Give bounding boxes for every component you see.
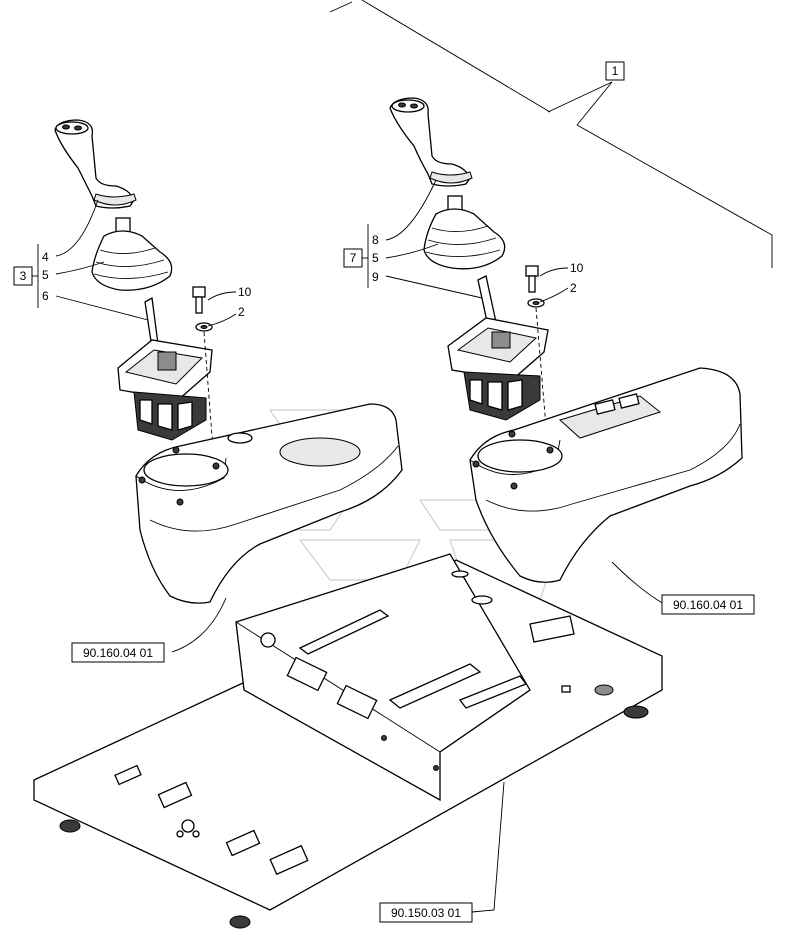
callout-item-1: 1: [612, 64, 619, 78]
callout-item-9: 9: [372, 270, 379, 284]
callout-box-item-7: 7: [343, 248, 363, 268]
reference-box-floor-plate: 90.150.03 01: [379, 902, 473, 923]
callout-item-2-left: 2: [238, 305, 245, 319]
callout-item-6: 6: [42, 289, 49, 303]
callout-box-item-1: 1: [605, 61, 625, 81]
reference-console-right: 90.160.04 01: [673, 598, 743, 612]
reference-box-console-left: 90.160.04 01: [71, 642, 165, 663]
left-joystick-boot: [91, 217, 173, 291]
callout-item-10-left: 10: [238, 285, 252, 299]
reference-leaders: [171, 561, 665, 913]
callout-box-item-3: 3: [13, 266, 33, 286]
callout-item-2-right: 2: [570, 281, 577, 295]
callout-item-10-right: 10: [570, 261, 584, 275]
callout-item-8: 8: [372, 233, 379, 247]
left-console: [135, 403, 403, 604]
leader-item-1: [547, 81, 613, 126]
reference-console-left: 90.160.04 01: [83, 646, 153, 660]
left-joystick-valve: [117, 296, 213, 441]
callout-item-3: 3: [20, 269, 27, 283]
right-joystick-grip: [389, 97, 473, 187]
reference-floor-plate: 90.150.03 01: [391, 906, 461, 920]
callout-item-4: 4: [42, 250, 49, 264]
left-joystick-grip: [54, 119, 137, 209]
callout-item-5-left: 5: [42, 268, 49, 282]
right-joystick-valve: [447, 275, 549, 421]
left-bolt-washer: [192, 286, 213, 332]
base-box: [235, 553, 575, 802]
callout-item-5-right: 5: [372, 251, 379, 265]
cab-outline: [329, 0, 773, 268]
right-console: [469, 367, 743, 583]
right-bolt-washer: [525, 265, 545, 308]
callout-leaders: [32, 179, 569, 327]
reference-box-console-right: 90.160.04 01: [661, 594, 755, 615]
callout-item-7: 7: [350, 251, 357, 265]
right-joystick-boot: [423, 195, 506, 270]
